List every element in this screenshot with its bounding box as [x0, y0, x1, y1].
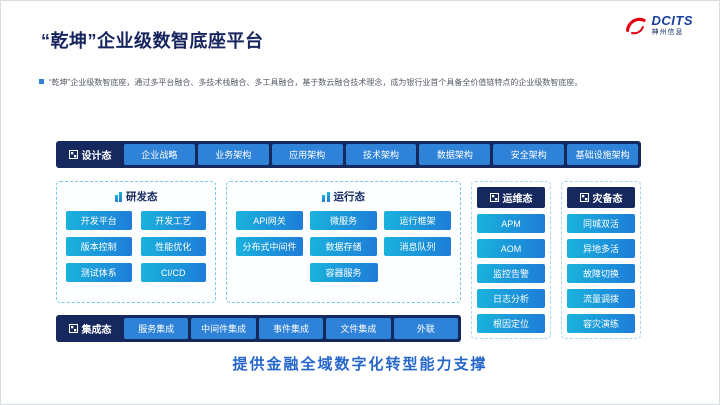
- grid-icon: [579, 193, 589, 202]
- page-title: “乾坤”企业级数智底座平台: [41, 31, 264, 51]
- design-item: 基础设施架构: [567, 144, 639, 165]
- grid-icon: [68, 150, 78, 159]
- bullet-square-icon: [39, 79, 44, 84]
- dev-box-header: 研发态: [66, 189, 206, 204]
- logo-company: 神州信息: [651, 29, 684, 36]
- architecture-diagram: 设计态 企业战略 业务架构 应用架构 技术架构 数据架构 安全架构 基础设施架构…: [56, 141, 641, 342]
- grid-icon: [489, 193, 499, 202]
- dev-item: 版本控制: [66, 237, 132, 256]
- ops-item: APM: [477, 214, 545, 233]
- run-box: 运行态 API网关 微服务 运行框架 分布式中间件 数据存储 消息队列 容器服务: [226, 181, 461, 303]
- run-grid: API网关 微服务 运行框架 分布式中间件 数据存储 消息队列: [236, 211, 451, 256]
- design-row-label: 设计态: [59, 144, 121, 165]
- dev-item: 性能优化: [140, 237, 206, 256]
- design-item: 企业战略: [124, 144, 195, 165]
- ops-label-text: 运维态: [502, 194, 533, 205]
- dcits-logo: DCITS 神州信息: [624, 13, 694, 37]
- integration-item: 事件集成: [258, 318, 324, 339]
- design-item: 安全架构: [493, 144, 565, 165]
- disaster-item: 流量调拨: [567, 289, 635, 308]
- run-label-text: 运行态: [333, 191, 366, 203]
- diagram-lower: 研发态 开发平台 开发工艺 版本控制 性能优化 测试体系 CI/CD: [56, 181, 641, 342]
- run-item: 分布式中间件: [236, 237, 303, 256]
- logo-text: DCITS 神州信息: [652, 14, 694, 36]
- design-label-text: 设计态: [81, 151, 112, 162]
- run-item: 运行框架: [384, 211, 451, 230]
- logo-swoosh-icon: [625, 17, 646, 35]
- disaster-column: 灾备态 同城双活 异地多活 故障切换 流量调拨 容灾演练: [561, 181, 641, 339]
- dev-grid: 开发平台 开发工艺 版本控制 性能优化 测试体系 CI/CD: [66, 211, 206, 282]
- integration-item: 外联: [393, 318, 459, 339]
- ops-item: 监控告警: [477, 264, 545, 283]
- disaster-item: 容灾演练: [567, 314, 635, 333]
- integration-item: 中间件集成: [191, 318, 256, 339]
- integration-row: 集成态 服务集成 中间件集成 事件集成 文件集成 外联: [56, 315, 461, 342]
- run-item: 消息队列: [384, 237, 451, 256]
- ops-item: AOM: [477, 239, 545, 258]
- disaster-header: 灾备态: [567, 187, 635, 208]
- integration-item: 文件集成: [326, 318, 391, 339]
- dev-item: CI/CD: [140, 263, 206, 282]
- diagram-left-stack: 研发态 开发平台 开发工艺 版本控制 性能优化 测试体系 CI/CD: [56, 181, 461, 342]
- ops-item: 根因定位: [477, 314, 545, 333]
- integration-label-text: 集成态: [81, 325, 112, 336]
- disaster-label-text: 灾备态: [592, 194, 623, 205]
- ops-column: 运维态 APM AOM 监控告警 日志分析 根因定位: [471, 181, 551, 339]
- bars-icon: [114, 191, 122, 202]
- disaster-item: 同城双活: [567, 214, 635, 233]
- dev-item: 开发平台: [66, 211, 132, 230]
- design-item: 技术架构: [345, 144, 417, 165]
- design-item: 应用架构: [271, 144, 343, 165]
- diagram-mid-boxes: 研发态 开发平台 开发工艺 版本控制 性能优化 测试体系 CI/CD: [56, 181, 461, 303]
- run-box-header: 运行态: [236, 189, 451, 204]
- dev-item: 开发工艺: [140, 211, 206, 230]
- ops-header: 运维态: [477, 187, 545, 208]
- intro-text: “乾坤”企业级数智底座，通过多平台融合、多技术栈融合、多工具融合，基于数云融合技…: [49, 78, 583, 87]
- dev-label-text: 研发态: [126, 191, 158, 203]
- run-item: 容器服务: [309, 263, 378, 282]
- bars-icon: [322, 191, 330, 202]
- run-item: 微服务: [310, 211, 377, 230]
- logo-brand: DCITS: [651, 13, 693, 28]
- footer-slogan: 提供金融全域数字化转型能力支撑: [232, 356, 488, 373]
- integration-row-label: 集成态: [59, 318, 121, 339]
- dev-item: 测试体系: [66, 263, 132, 282]
- run-item: API网关: [236, 211, 303, 230]
- design-row: 设计态 企业战略 业务架构 应用架构 技术架构 数据架构 安全架构 基础设施架构: [56, 141, 641, 168]
- ops-item: 日志分析: [477, 289, 545, 308]
- run-item: 数据存储: [310, 237, 377, 256]
- dev-box: 研发态 开发平台 开发工艺 版本控制 性能优化 测试体系 CI/CD: [56, 181, 216, 303]
- disaster-item: 故障切换: [567, 264, 635, 283]
- grid-icon: [68, 324, 78, 333]
- design-item: 数据架构: [419, 144, 491, 165]
- integration-item: 服务集成: [124, 318, 189, 339]
- run-row3: 容器服务: [236, 263, 451, 282]
- intro-bullet: “乾坤”企业级数智底座，通过多平台融合、多技术栈融合、多工具融合，基于数云融合技…: [39, 77, 689, 88]
- design-item: 业务架构: [197, 144, 269, 165]
- disaster-item: 异地多活: [567, 239, 635, 258]
